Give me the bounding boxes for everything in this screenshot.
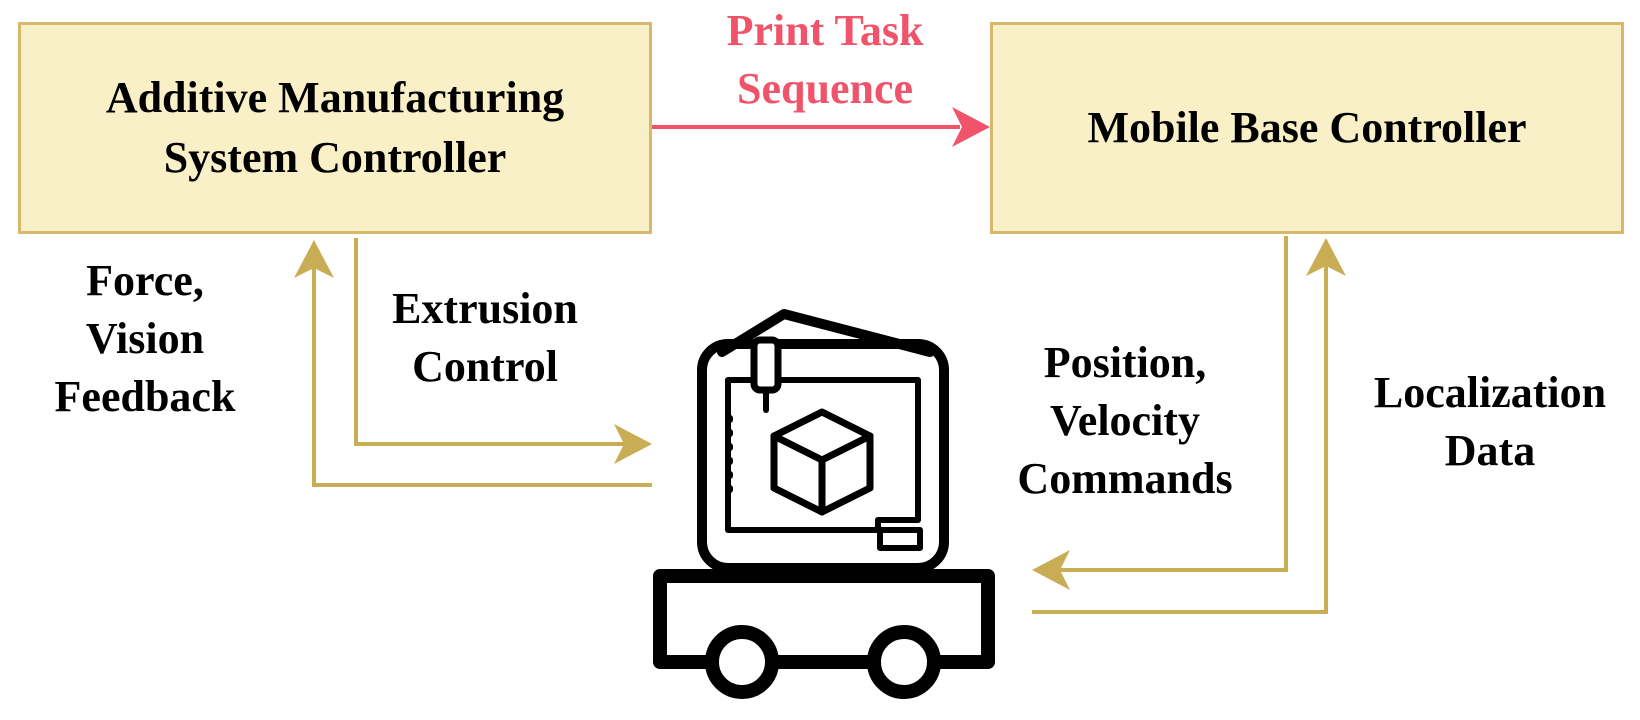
commands-label: Position, Velocity Commands <box>995 334 1255 508</box>
localization-label: Localization Data <box>1350 364 1630 480</box>
mobile-3d-printer-icon <box>653 309 995 699</box>
print-task-label: Print Task Sequence <box>700 2 950 118</box>
print-task-line-1: Print Task <box>726 6 924 55</box>
commands-line-3: Commands <box>1017 454 1233 503</box>
extrusion-line-2: Control <box>412 342 558 391</box>
mobile-controller-line-1: Mobile Base Controller <box>1087 103 1527 152</box>
localization-line-2: Data <box>1444 426 1536 475</box>
feedback-arrow <box>294 240 652 487</box>
feedback-line-1: Force, <box>86 256 204 305</box>
am-controller-box: Additive Manufacturing System Controller <box>18 22 652 234</box>
feedback-line-2: Vision <box>85 314 205 363</box>
print-task-arrow <box>652 107 990 147</box>
extrusion-arrow <box>354 238 652 464</box>
print-task-line-2: Sequence <box>737 64 913 113</box>
extrusion-line-1: Extrusion <box>392 284 578 333</box>
mobile-controller-label: Mobile Base Controller <box>1087 98 1526 158</box>
localization-arrow <box>1032 238 1346 614</box>
feedback-label: Force, Vision Feedback <box>30 252 260 426</box>
am-controller-line-1: Additive Manufacturing <box>105 73 565 122</box>
localization-line-1: Localization <box>1373 368 1607 417</box>
feedback-line-3: Feedback <box>54 372 236 421</box>
mobile-controller-box: Mobile Base Controller <box>990 22 1624 234</box>
commands-line-1: Position, <box>1043 338 1207 387</box>
commands-line-2: Velocity <box>1050 396 1200 445</box>
commands-arrow <box>1032 236 1288 590</box>
extrusion-label: Extrusion Control <box>370 280 600 396</box>
am-controller-line-2: System Controller <box>163 133 507 182</box>
am-controller-label: Additive Manufacturing System Controller <box>106 68 564 188</box>
